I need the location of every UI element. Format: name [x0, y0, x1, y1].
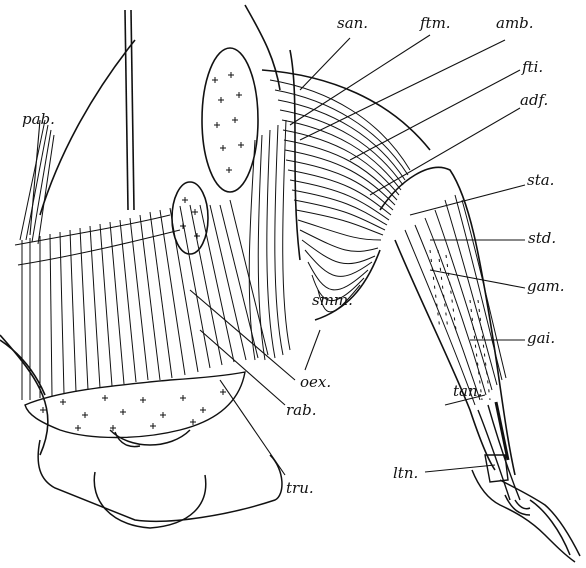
foot [472, 470, 580, 562]
label-fti: fti. [521, 58, 543, 76]
label-amb: amb. [496, 14, 534, 32]
pelvic-region [38, 430, 282, 528]
pab-fibers [20, 120, 54, 244]
tendinous-plate [25, 372, 245, 438]
label-ftm: ftm. [419, 14, 451, 32]
label-adf: adf. [520, 91, 548, 109]
label-tan: tan. [453, 382, 482, 400]
thigh-muscle-fibers [270, 80, 410, 312]
label-tru: tru. [286, 479, 314, 497]
midline [125, 10, 134, 210]
rectus-abdominis-fibers [15, 200, 268, 400]
lower-leg [380, 167, 520, 500]
label-ltn: ltn. [393, 464, 418, 482]
upper-oval [202, 48, 258, 192]
label-std: std. [528, 229, 556, 247]
label-sta: sta. [527, 171, 554, 189]
label-rab: rab. [286, 401, 316, 419]
label-oex: oex. [300, 373, 331, 391]
oblique-fibers [249, 120, 290, 360]
label-san: san. [337, 14, 368, 32]
label-gam: gam. [527, 277, 565, 295]
body-outline [0, 5, 280, 455]
label-smm: smm. [312, 291, 353, 309]
thigh-outline [262, 50, 430, 320]
label-pab: pab. [22, 110, 55, 128]
label-gai: gai. [527, 329, 555, 347]
